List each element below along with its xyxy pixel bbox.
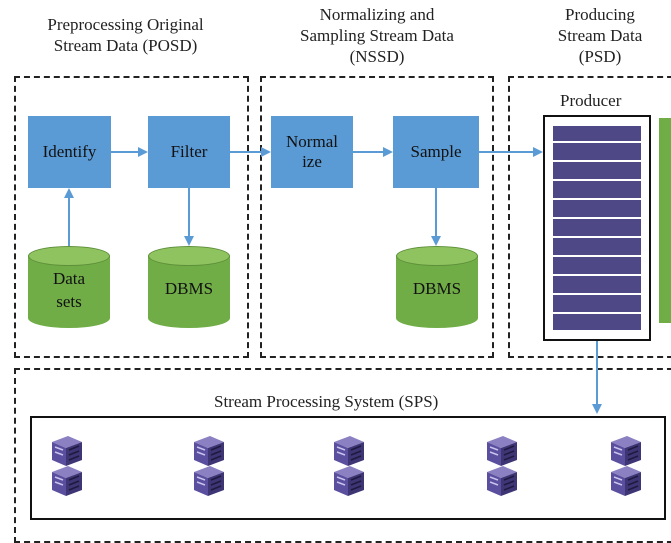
producer-label: Producer [560,91,622,110]
server-icon [52,436,82,496]
dbms-nssd-database: DBMS [396,246,478,328]
server-icon [334,436,364,496]
psd-title-line2: Stream Data [557,26,643,45]
normalize-label-line1: Normal [286,132,338,151]
identify-label: Identify [42,142,97,161]
nssd-title-line2: Sampling Stream Data [300,26,454,45]
filter-box: Filter [148,116,230,188]
posd-section [14,76,249,358]
server-icon [611,436,641,496]
posd-title: Preprocessing Original Stream Data (POSD… [18,14,233,56]
psd-title-line3: (PSD) [578,47,622,66]
sample-label: Sample [410,142,462,161]
producer-frame [543,115,651,341]
datasets-label-line2: sets [56,292,82,311]
normalize-label-line2: ize [302,152,322,171]
nssd-title-line1: Normalizing and [319,5,435,24]
posd-title-line1: Preprocessing Original [47,15,204,34]
server-icon [194,436,224,496]
datasets-database: Data sets [28,246,110,328]
dbms-nssd-label: DBMS [412,279,462,298]
psd-section [508,76,671,358]
psd-title: Producing Stream Data (PSD) [540,4,660,67]
dbms-posd-label: DBMS [164,279,214,298]
nssd-section [260,76,494,358]
nssd-title-line3: (NSSD) [349,47,405,66]
server-icon [487,436,517,496]
psd-title-line1: Producing [565,5,635,24]
posd-title-line2: Stream Data (POSD) [53,36,198,55]
identify-box: Identify [28,116,111,188]
arrows-layer [64,141,641,414]
consumer-bar [659,118,671,323]
dbms-posd-database: DBMS [148,246,230,328]
nssd-title: Normalizing and Sampling Stream Data (NS… [268,4,486,67]
normalize-box: Normal ize [271,116,353,188]
sps-title: Stream Processing System (SPS) [214,392,439,411]
sample-box: Sample [393,116,479,188]
filter-label: Filter [170,142,208,161]
producer-queue-slots [553,141,641,314]
datasets-label-line1: Data [52,269,86,288]
